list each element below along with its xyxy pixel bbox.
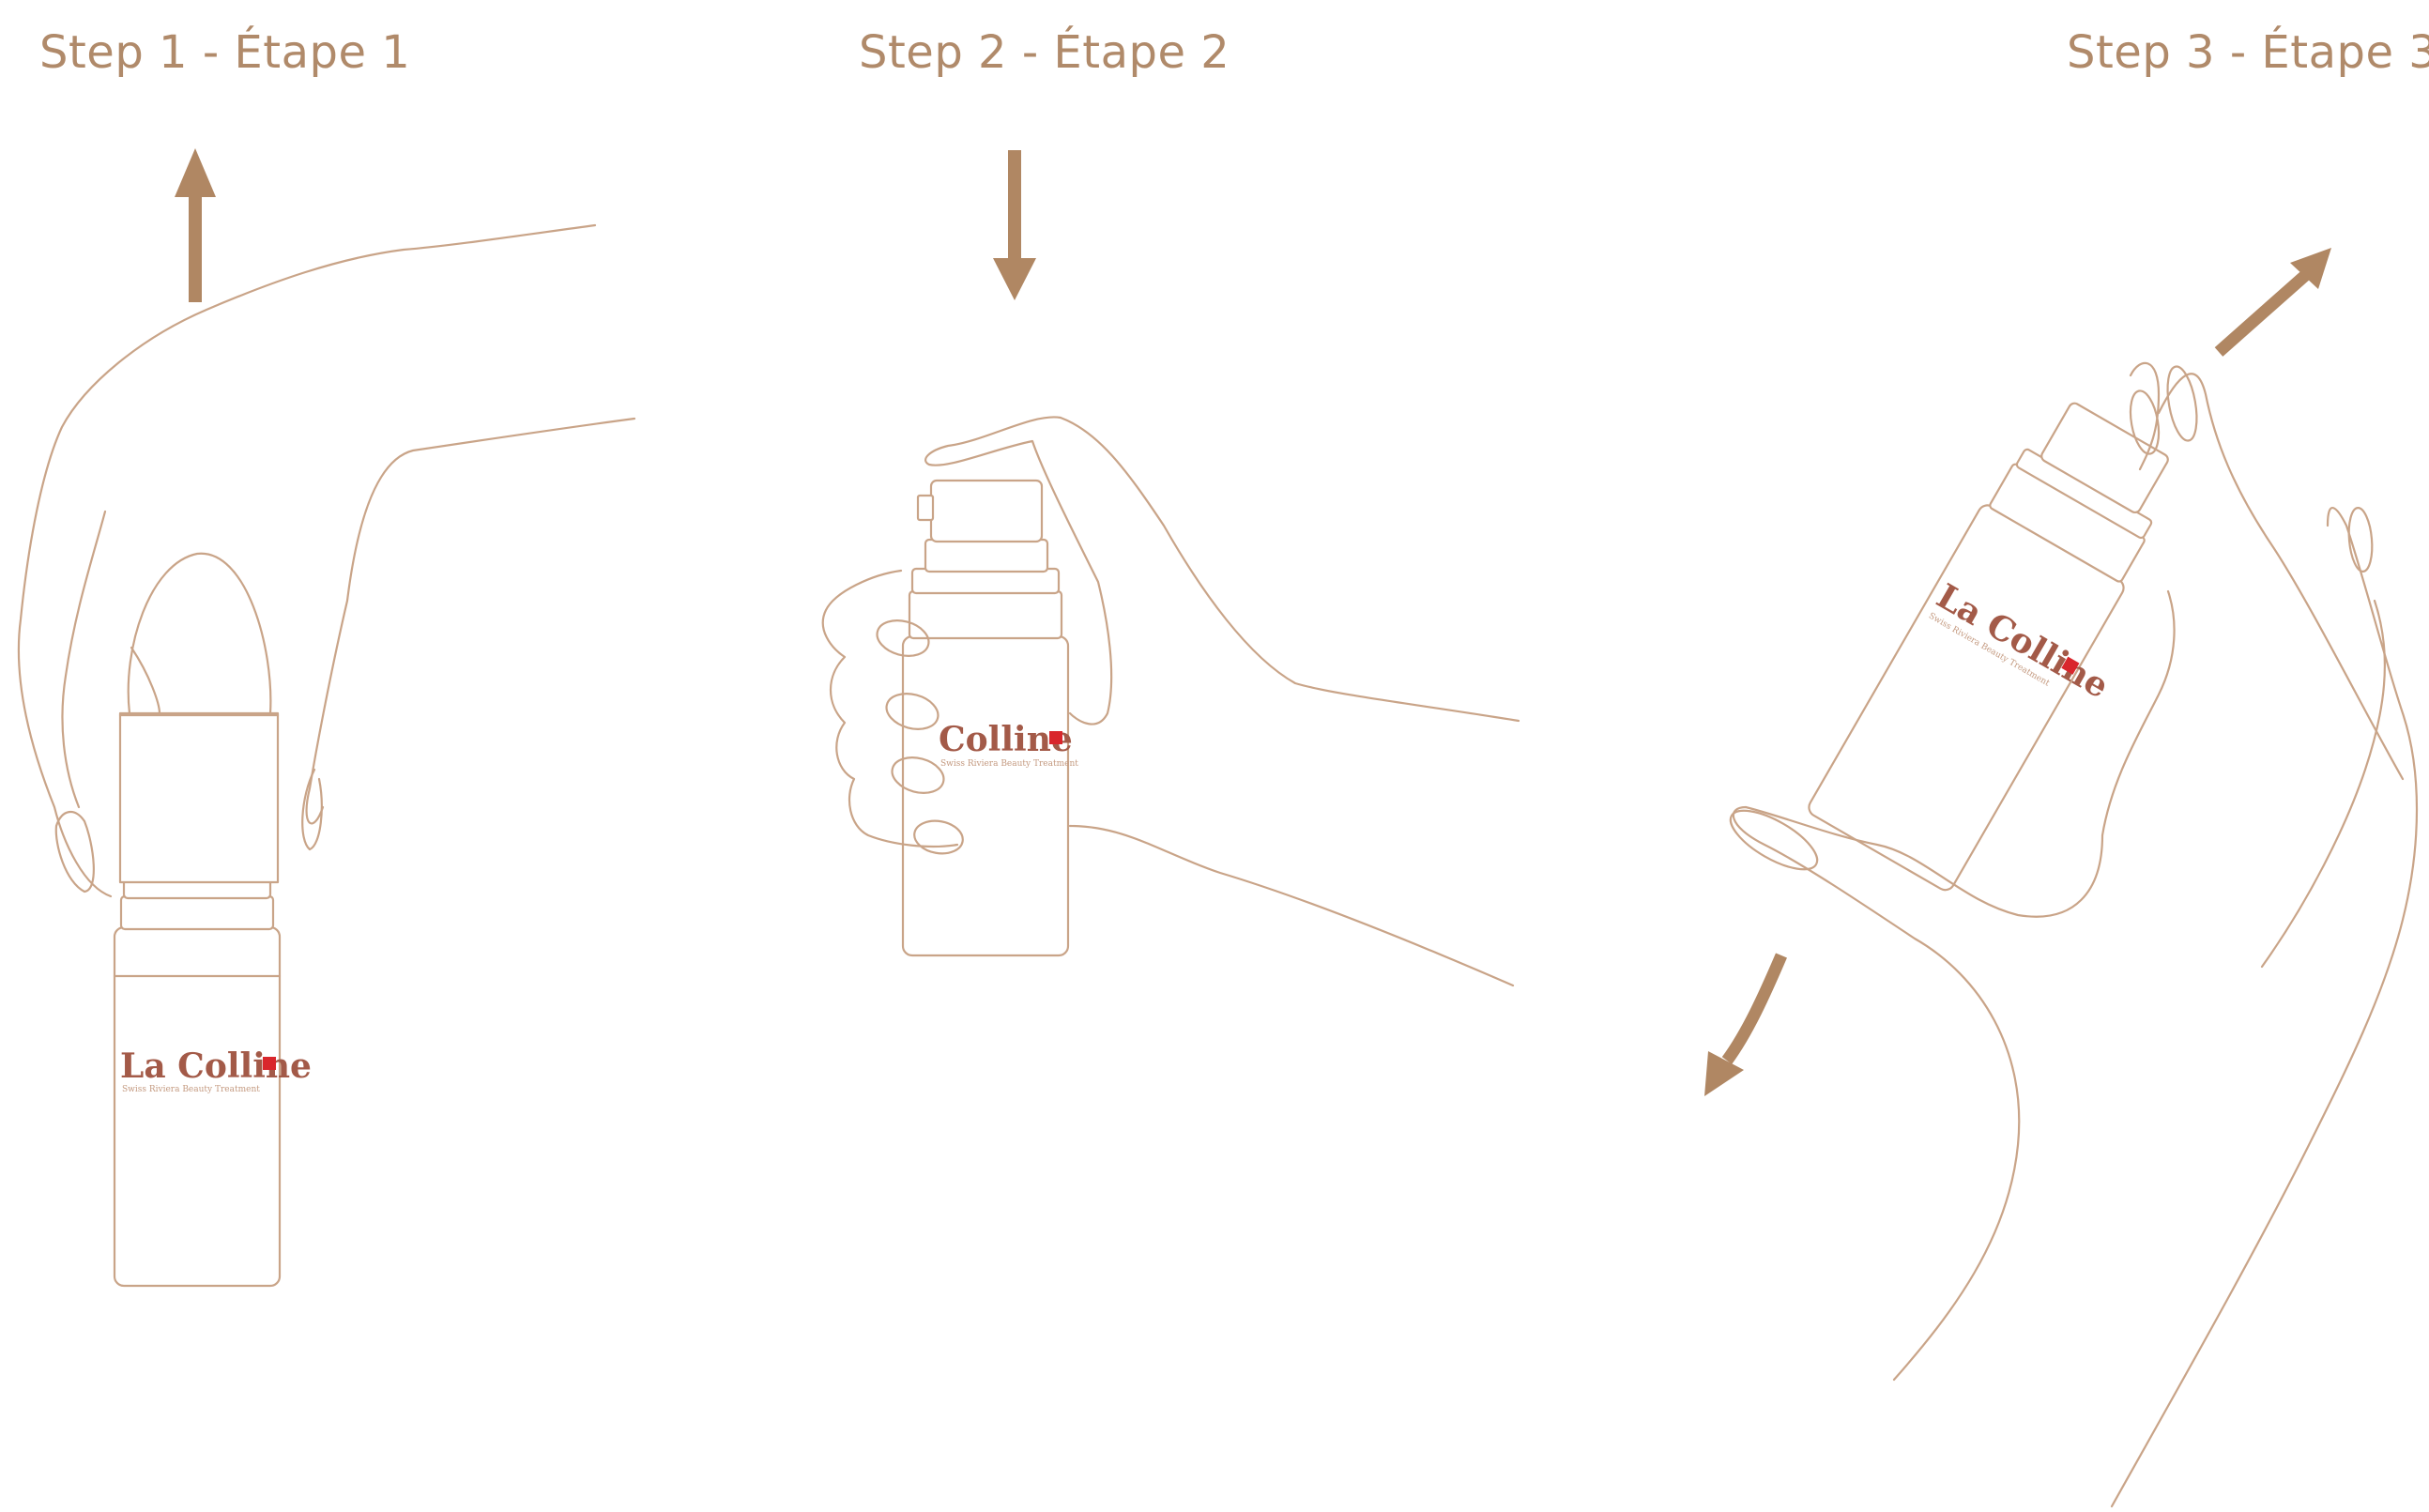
hand-step-1 bbox=[19, 225, 634, 896]
arrow-up-right-icon bbox=[2219, 248, 2331, 352]
arrow-down-icon bbox=[993, 150, 1036, 300]
bottle-brand-label: La Colline bbox=[120, 1046, 312, 1086]
bottle-step-2: Colline Swiss Riviera Beauty Treatment bbox=[903, 481, 1078, 955]
arrow-down-left-icon bbox=[1704, 955, 1781, 1096]
step-2-illustration: Colline Swiss Riviera Beauty Treatment bbox=[823, 150, 1519, 985]
arrow-up-icon bbox=[175, 148, 216, 302]
step-1-illustration: La Colline Swiss Riviera Beauty Treatmen… bbox=[19, 148, 634, 1286]
svg-text:Swiss Riviera Beauty Treatment: Swiss Riviera Beauty Treatment bbox=[940, 759, 1078, 769]
step-3-illustration: La Colline Swiss Riviera Beauty Treatmen… bbox=[1704, 248, 2417, 1506]
bottle-step-1: La Colline Swiss Riviera Beauty Treatmen… bbox=[115, 554, 312, 1286]
bottle-step-3: La Colline Swiss Riviera Beauty Treatmen… bbox=[1806, 389, 2223, 910]
swiss-cross-icon bbox=[263, 1057, 276, 1070]
bottle-tagline: Swiss Riviera Beauty Treatment bbox=[122, 1085, 260, 1094]
